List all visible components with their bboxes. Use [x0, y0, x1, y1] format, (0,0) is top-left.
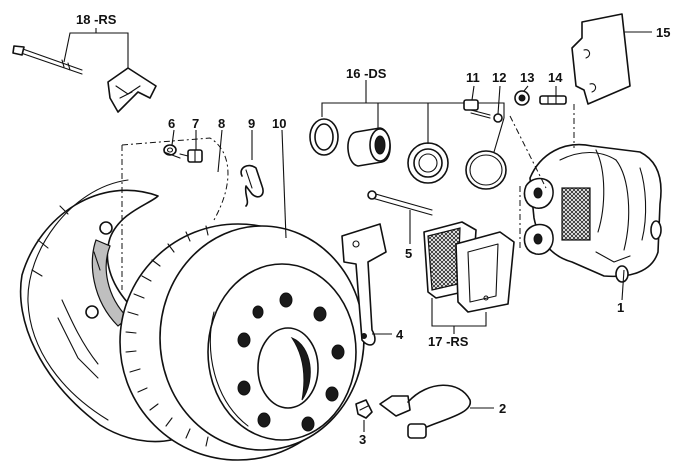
callout-14: 14 — [548, 70, 563, 85]
callout-18-rs: 18 -RS — [76, 12, 117, 27]
callout-7: 7 — [192, 116, 199, 131]
wear-sensor-bracket — [341, 223, 387, 346]
brake-caliper — [523, 143, 662, 283]
callout-12: 12 — [492, 70, 506, 85]
callout-11: 11 — [466, 70, 480, 85]
sensor-clip — [355, 399, 373, 419]
brake-disc — [119, 223, 365, 461]
heat-shield-plate — [571, 13, 631, 105]
callout-2: 2 — [499, 401, 506, 416]
callout-6: 6 — [168, 116, 175, 131]
wear-sensor — [379, 384, 471, 439]
callout-1: 1 — [617, 300, 624, 315]
cap-nut — [514, 90, 530, 106]
callout-10: 10 — [272, 116, 286, 131]
washer — [493, 113, 503, 123]
guide-bolt — [463, 99, 491, 119]
bleeder-screw — [163, 144, 181, 159]
callout-8: 8 — [218, 116, 225, 131]
retaining-pin-kit — [12, 45, 157, 113]
callout-3: 3 — [359, 432, 366, 447]
callout-13: 13 — [520, 70, 534, 85]
callout-5: 5 — [405, 246, 412, 261]
retaining-pin — [367, 190, 433, 216]
callout-16-ds: 16 -DS — [346, 66, 387, 81]
callout-17-rs: 17 -RS — [428, 334, 469, 349]
callout-4: 4 — [396, 327, 404, 342]
anti-rattle-spring — [240, 164, 264, 207]
bolt — [179, 149, 203, 163]
brake-pads — [423, 221, 515, 313]
callout-9: 9 — [248, 116, 255, 131]
repair-kit-rings — [309, 118, 507, 190]
adapter-screw — [539, 95, 567, 105]
callout-15: 15 — [656, 25, 670, 40]
